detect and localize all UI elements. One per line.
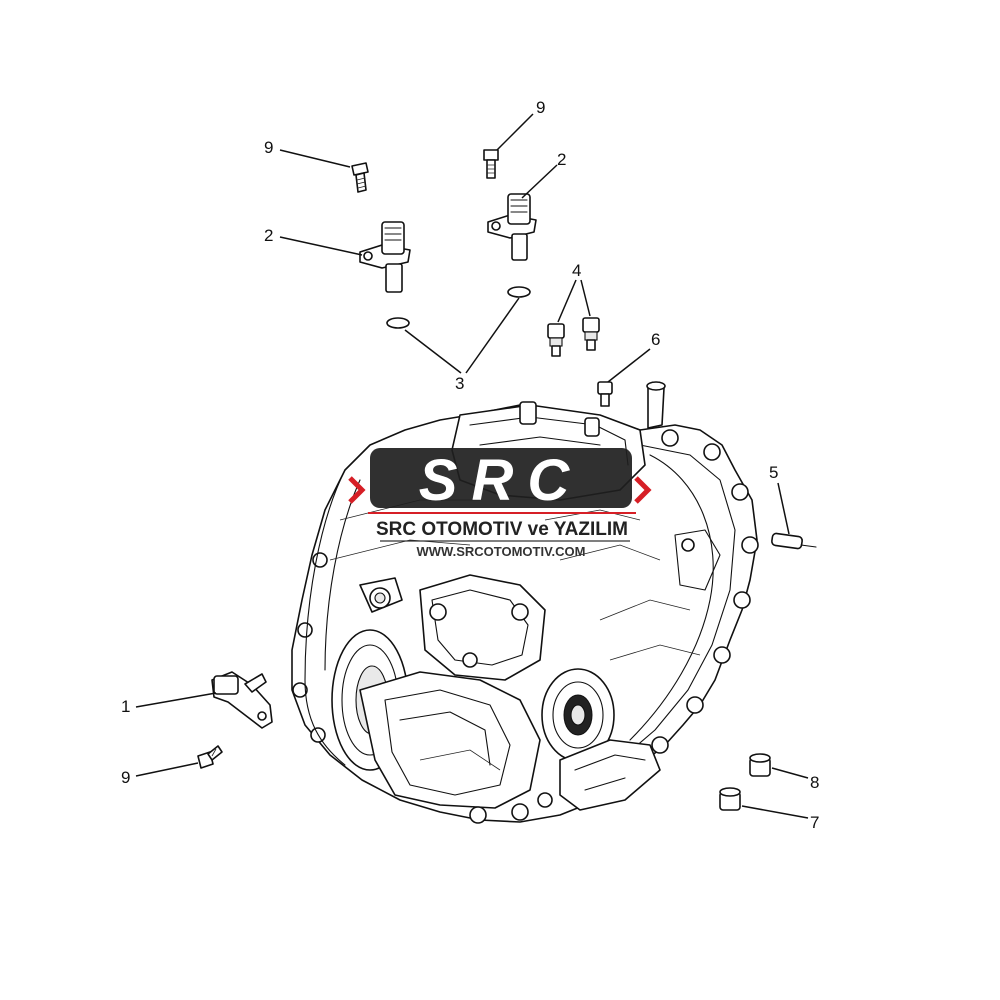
callout-9-top-left: 9 (264, 138, 273, 157)
watermark-logo-band (370, 448, 632, 508)
plug-6 (597, 381, 613, 407)
callout-7: 7 (810, 813, 819, 832)
o-ring-3-right (507, 286, 531, 298)
speed-sensor-2-right (487, 193, 537, 261)
callout-2-right: 2 (557, 150, 566, 169)
watermark-company: SRC OTOMOTIV ve YAZILIM (376, 519, 628, 540)
flange-bolt-bosses (292, 429, 759, 754)
bushing-8 (749, 753, 771, 777)
pin-5 (771, 532, 817, 550)
bolt-9-top-left (351, 162, 369, 193)
speed-sensor-2-left (359, 221, 411, 293)
callout-labels: 9 9 2 2 3 4 6 5 1 9 8 7 (121, 98, 819, 832)
pressure-switch-4-right (582, 317, 600, 351)
callout-9-lower-left: 9 (121, 768, 130, 787)
callout-3: 3 (455, 374, 464, 393)
callout-2-left: 2 (264, 226, 273, 245)
lower-bolts (469, 792, 553, 824)
callout-4: 4 (572, 261, 581, 280)
callout-6: 6 (651, 330, 660, 349)
callout-5: 5 (769, 463, 778, 482)
o-ring-3-left (386, 317, 410, 329)
watermark-left-chevron (348, 476, 366, 504)
leader-lines (135, 113, 809, 819)
pressure-switch-4-left (547, 323, 565, 357)
watermark-url: WWW.SRCOTOMOTIV.COM (417, 544, 586, 559)
bolt-9-top-center (483, 149, 499, 179)
watermark-right-chevron (634, 476, 652, 504)
callout-8: 8 (810, 773, 819, 792)
bolt-9-lower-left (197, 745, 223, 769)
speed-sensor-1 (211, 671, 273, 729)
callout-9-top-center: 9 (536, 98, 545, 117)
bushing-7 (719, 787, 741, 811)
callout-1: 1 (121, 697, 130, 716)
watermark-logo-text: SRC (419, 448, 583, 513)
src-watermark: SRC SRC OTOMOTIV ve YAZILIM WWW.SRCOTOMO… (348, 448, 652, 559)
